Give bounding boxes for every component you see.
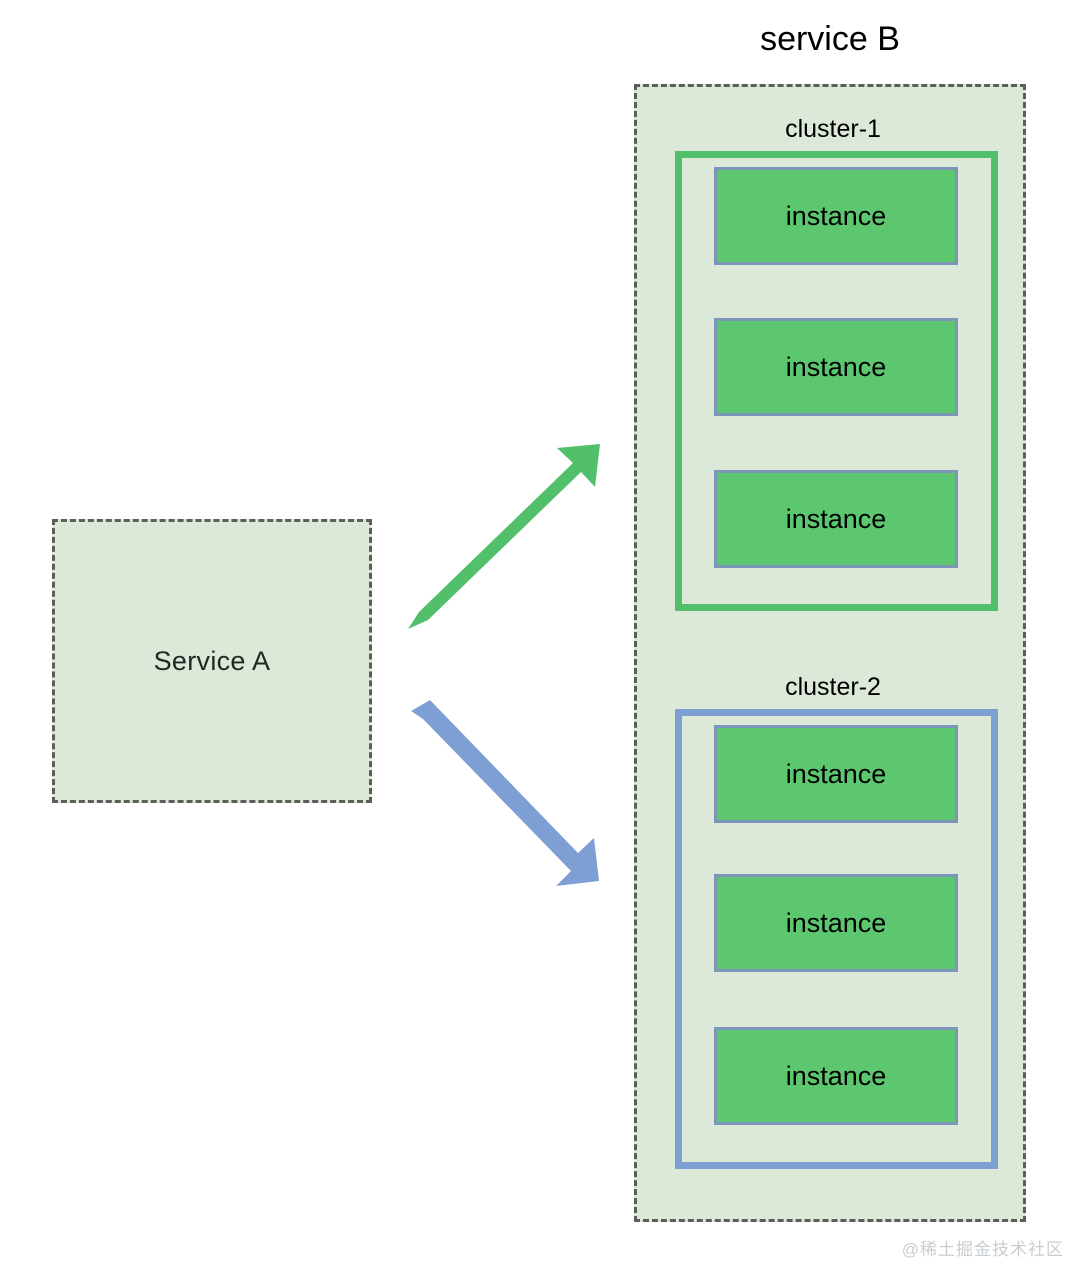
instance-box: instance bbox=[714, 470, 958, 568]
instance-label: instance bbox=[785, 200, 887, 231]
instance-label: instance bbox=[785, 503, 887, 534]
instance-label: instance bbox=[785, 907, 887, 938]
instance-box: instance bbox=[714, 725, 958, 823]
cluster-1-box: instance instance instance bbox=[675, 151, 998, 611]
instance-box: instance bbox=[714, 318, 958, 416]
instance-box: instance bbox=[714, 1027, 958, 1125]
instance-label: instance bbox=[785, 1060, 887, 1091]
cluster-2-box: instance instance instance bbox=[675, 709, 998, 1169]
instance-label: instance bbox=[785, 351, 887, 382]
watermark: @稀土掘金技术社区 bbox=[901, 1240, 1064, 1259]
instance-box: instance bbox=[714, 167, 958, 265]
arrow-to-cluster-2-icon bbox=[411, 700, 599, 886]
instance-box: instance bbox=[714, 874, 958, 972]
instance-label: instance bbox=[785, 758, 887, 789]
cluster-2-label: cluster-2 bbox=[785, 673, 881, 701]
cluster-1-label: cluster-1 bbox=[785, 115, 881, 143]
service-b-title: service B bbox=[760, 20, 900, 58]
service-a-label: Service A bbox=[153, 645, 271, 676]
service-b-group: cluster-1 instance instance instance clu… bbox=[634, 84, 1026, 1222]
arrow-to-cluster-1-icon bbox=[408, 444, 600, 629]
service-a-node: Service A bbox=[52, 519, 372, 803]
